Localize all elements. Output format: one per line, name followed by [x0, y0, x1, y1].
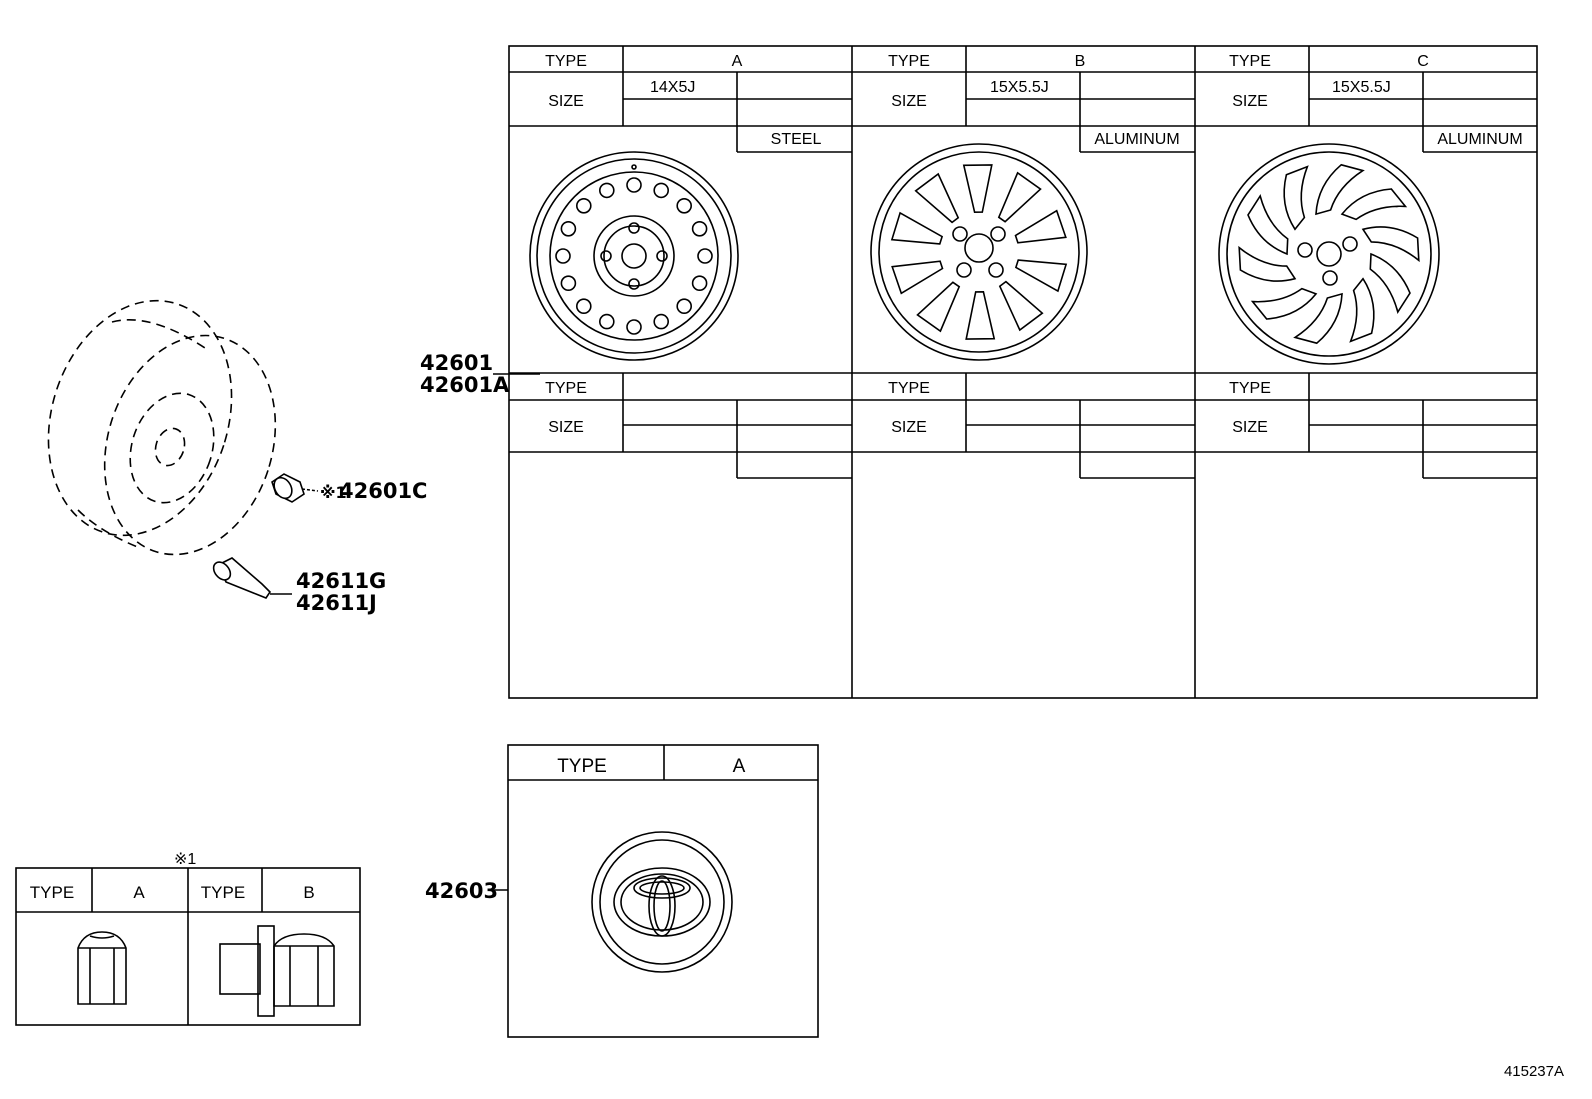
col-b-type-header: TYPE — [888, 53, 930, 70]
wheel-c-window — [1250, 287, 1318, 320]
wheel-c-window — [1369, 252, 1411, 314]
steel-wheel-vent-hole — [691, 221, 708, 237]
wheel-b-window — [1014, 209, 1067, 244]
wheel-b-window — [998, 280, 1044, 332]
valve-part-number-2: 42611J — [296, 591, 377, 615]
wheel-b-window — [891, 260, 944, 295]
nut-mark: ※1 — [320, 483, 347, 502]
col-a-type-header-2: TYPE — [545, 380, 587, 397]
wheel-b-window — [962, 164, 993, 214]
wheel-assembly-drawing — [47, 299, 277, 556]
steel-wheel-vent-hole — [697, 248, 713, 264]
wheel-c-window — [1247, 194, 1289, 256]
nut-a-type-header: TYPE — [30, 883, 74, 902]
valve-stem-icon — [212, 557, 292, 599]
valve-part-number-1: 42611G — [296, 569, 386, 593]
toyota-emblem-icon — [591, 831, 733, 973]
wheel-c-window — [1315, 163, 1365, 216]
wheel-part-number-1: 42601 — [420, 351, 493, 375]
hub-nut-icon — [271, 473, 319, 503]
steel-wheel-icon — [529, 151, 739, 361]
nut-b-type-header: TYPE — [201, 883, 245, 902]
steel-wheel-vent-hole — [691, 275, 708, 292]
wheel-c-window — [1293, 292, 1343, 345]
col-b-size-header: SIZE — [891, 93, 927, 110]
wheel-b-window — [914, 172, 960, 224]
nut-type-a-icon — [77, 931, 127, 1005]
col-a-size-header: SIZE — [548, 93, 584, 110]
steel-wheel-vent-hole — [575, 198, 592, 214]
steel-wheel-vent-hole — [653, 182, 670, 199]
wheel-c-window — [1340, 188, 1408, 221]
col-c-size-header: SIZE — [1232, 93, 1268, 110]
col-a-type-value: A — [732, 53, 743, 70]
ornament-type-header: TYPE — [557, 756, 607, 777]
aluminum-swirl-wheel-icon — [1218, 143, 1440, 365]
ornament-type-value: A — [733, 756, 746, 777]
wheel-table — [508, 45, 1538, 699]
steel-wheel-vent-hole — [575, 298, 592, 315]
col-c-type-header: TYPE — [1229, 53, 1271, 70]
col-c-size-value: 15X5.5J — [1332, 79, 1391, 96]
col-a-size-value: 14X5J — [650, 79, 695, 96]
col-b-type-value: B — [1075, 53, 1086, 70]
wheel-c-window — [1361, 226, 1420, 263]
wheel-c-window — [1283, 165, 1309, 231]
illustration-id: 415237A — [1504, 1063, 1564, 1080]
steel-wheel-vent-hole — [626, 177, 642, 193]
wheel-b-window — [1014, 259, 1068, 293]
steel-wheel-vent-hole — [598, 182, 615, 199]
wheel-b-window — [916, 281, 961, 333]
wheel-b-window — [965, 290, 996, 340]
wheel-b-window — [890, 211, 944, 245]
col-c-type-header-2: TYPE — [1229, 380, 1271, 397]
col-a-material: STEEL — [771, 131, 822, 148]
steel-wheel-vent-hole — [598, 313, 615, 330]
steel-wheel-vent-hole — [560, 275, 577, 292]
wheel-part-number-2: 42601A — [420, 373, 510, 397]
col-c-material: ALUMINUM — [1437, 131, 1522, 148]
nut-type-b-icon — [219, 925, 335, 1017]
wheel-c-window — [1349, 277, 1375, 343]
wheel-c-window — [1238, 245, 1297, 282]
col-b-size-value: 15X5.5J — [990, 79, 1049, 96]
ornament-table — [507, 744, 819, 1038]
steel-wheel-vent-hole — [560, 221, 577, 237]
steel-wheel-vent-hole — [626, 319, 642, 335]
aluminum-10-spoke-wheel-icon — [870, 143, 1088, 361]
steel-wheel-vent-hole — [676, 198, 693, 214]
col-a-type-header: TYPE — [545, 53, 587, 70]
steel-wheel-vent-hole — [653, 313, 670, 330]
steel-wheel-vent-hole — [676, 298, 693, 315]
ornament-part-number: 42603 — [425, 879, 498, 903]
col-a-size-header-2: SIZE — [548, 419, 584, 436]
nut-b-type-value: B — [303, 883, 314, 902]
col-b-material: ALUMINUM — [1094, 131, 1179, 148]
col-b-size-header-2: SIZE — [891, 419, 927, 436]
col-c-type-value: C — [1417, 53, 1429, 70]
steel-wheel-vent-hole — [555, 248, 571, 264]
col-b-type-header-2: TYPE — [888, 380, 930, 397]
nut-table — [15, 867, 361, 1026]
nut-a-type-value: A — [133, 883, 145, 902]
nut-table-mark: ※1 — [174, 851, 196, 868]
col-c-size-header-2: SIZE — [1232, 419, 1268, 436]
nut-part-number: 42601C — [339, 479, 427, 503]
wheel-b-window — [997, 171, 1042, 223]
